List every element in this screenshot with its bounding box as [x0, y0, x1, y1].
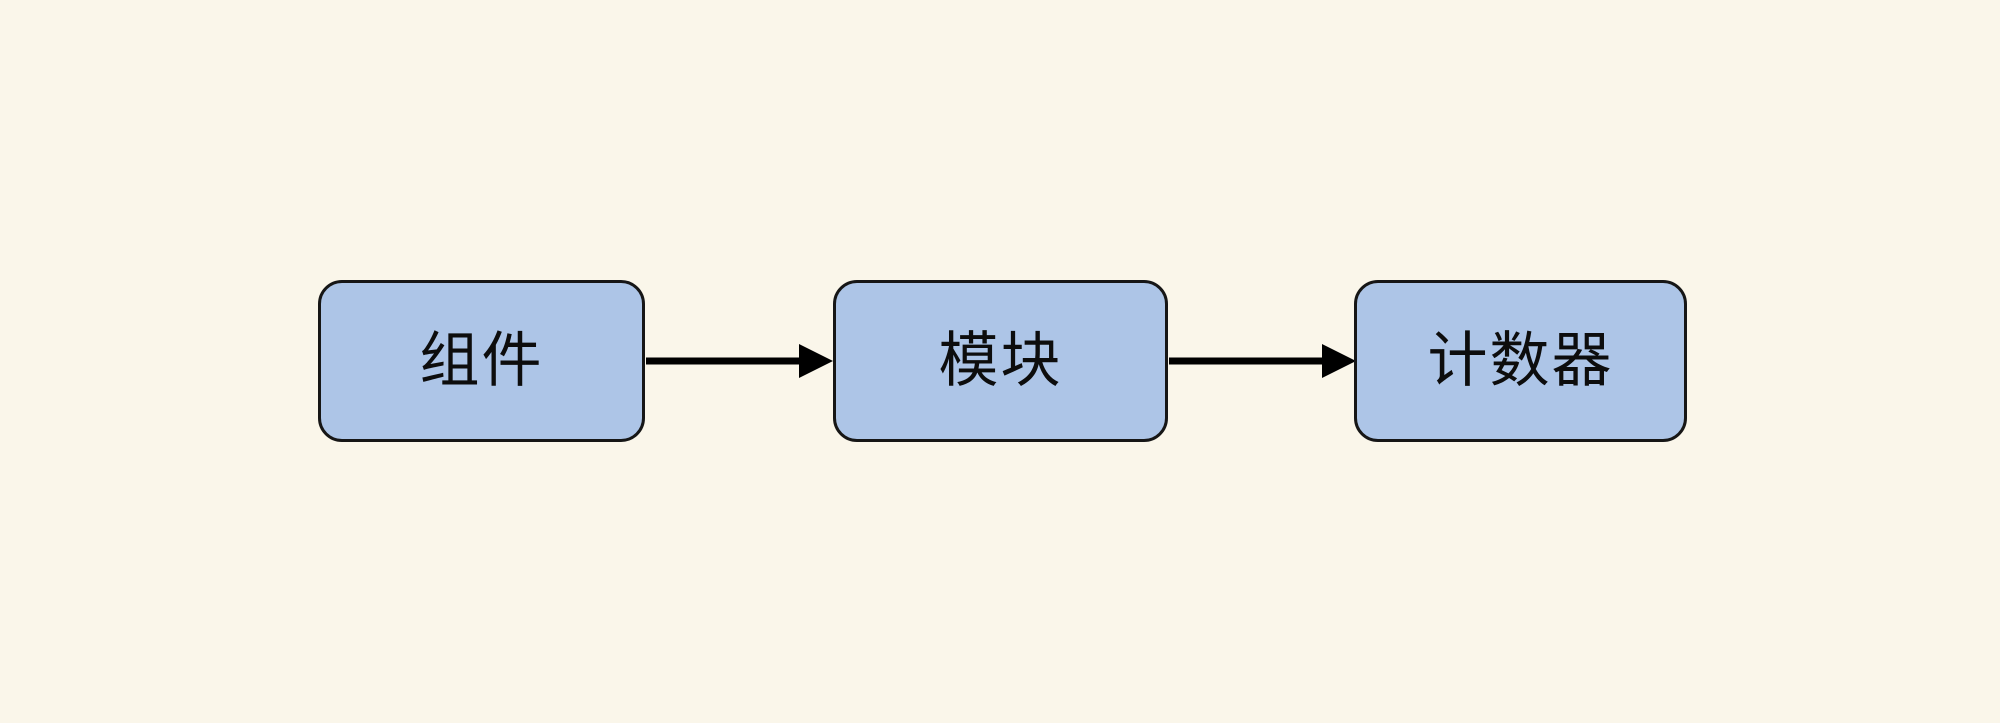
node-label: 组件 [419, 327, 544, 394]
node-label: 计数器 [1427, 327, 1614, 394]
arrow-module-to-counter [1169, 344, 1356, 378]
arrow-component-to-module [646, 344, 833, 378]
node-label: 模块 [938, 327, 1063, 394]
node-counter: 计数器 [1354, 280, 1687, 442]
arrowhead-icon [799, 344, 833, 378]
node-component: 组件 [318, 280, 645, 442]
arrowhead-icon [1322, 344, 1356, 378]
node-module: 模块 [833, 280, 1168, 442]
